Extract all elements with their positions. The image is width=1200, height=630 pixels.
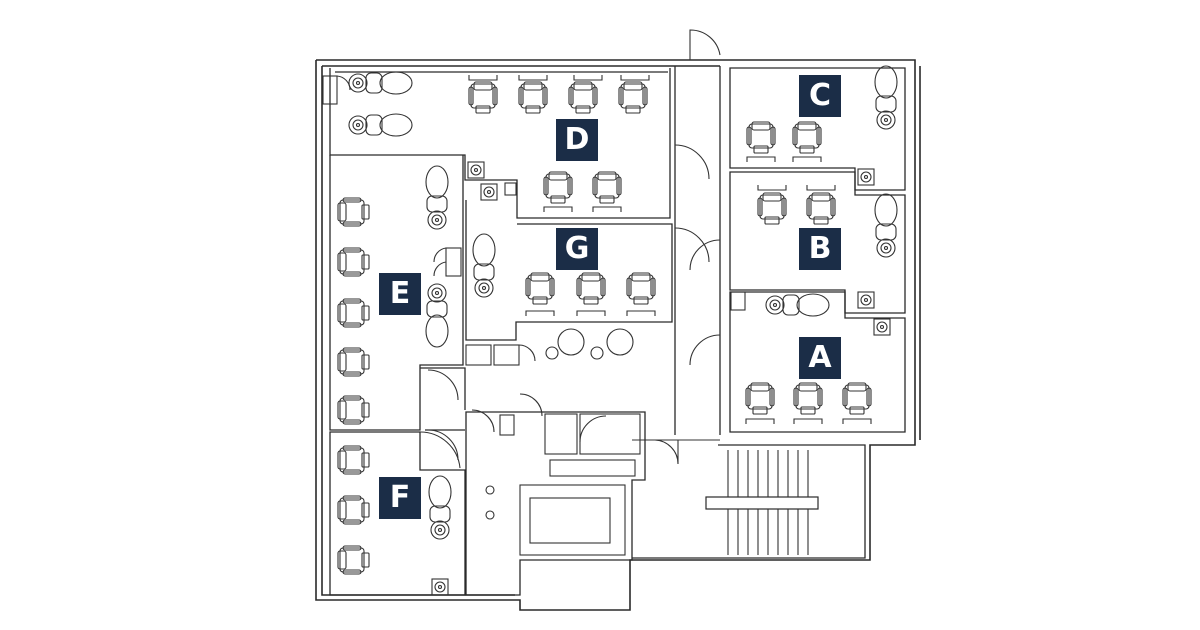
- room-label-g: G: [556, 228, 598, 270]
- room-label-d: D: [556, 119, 598, 161]
- stairwell: [632, 439, 866, 559]
- room-f: [329, 431, 466, 596]
- room-g: [465, 200, 673, 341]
- utility: [420, 367, 646, 596]
- room-label-f: F: [379, 477, 421, 519]
- room-b: [729, 171, 906, 314]
- room-label-c: C: [799, 75, 841, 117]
- room-e: [329, 155, 464, 431]
- room-label-e: E: [379, 273, 421, 315]
- room-label-a: A: [799, 337, 841, 379]
- room-d: [322, 68, 671, 219]
- lobby: [465, 29, 721, 435]
- outer-walls: [315, 59, 921, 611]
- room-a: [729, 291, 906, 433]
- room-label-b: B: [799, 228, 841, 270]
